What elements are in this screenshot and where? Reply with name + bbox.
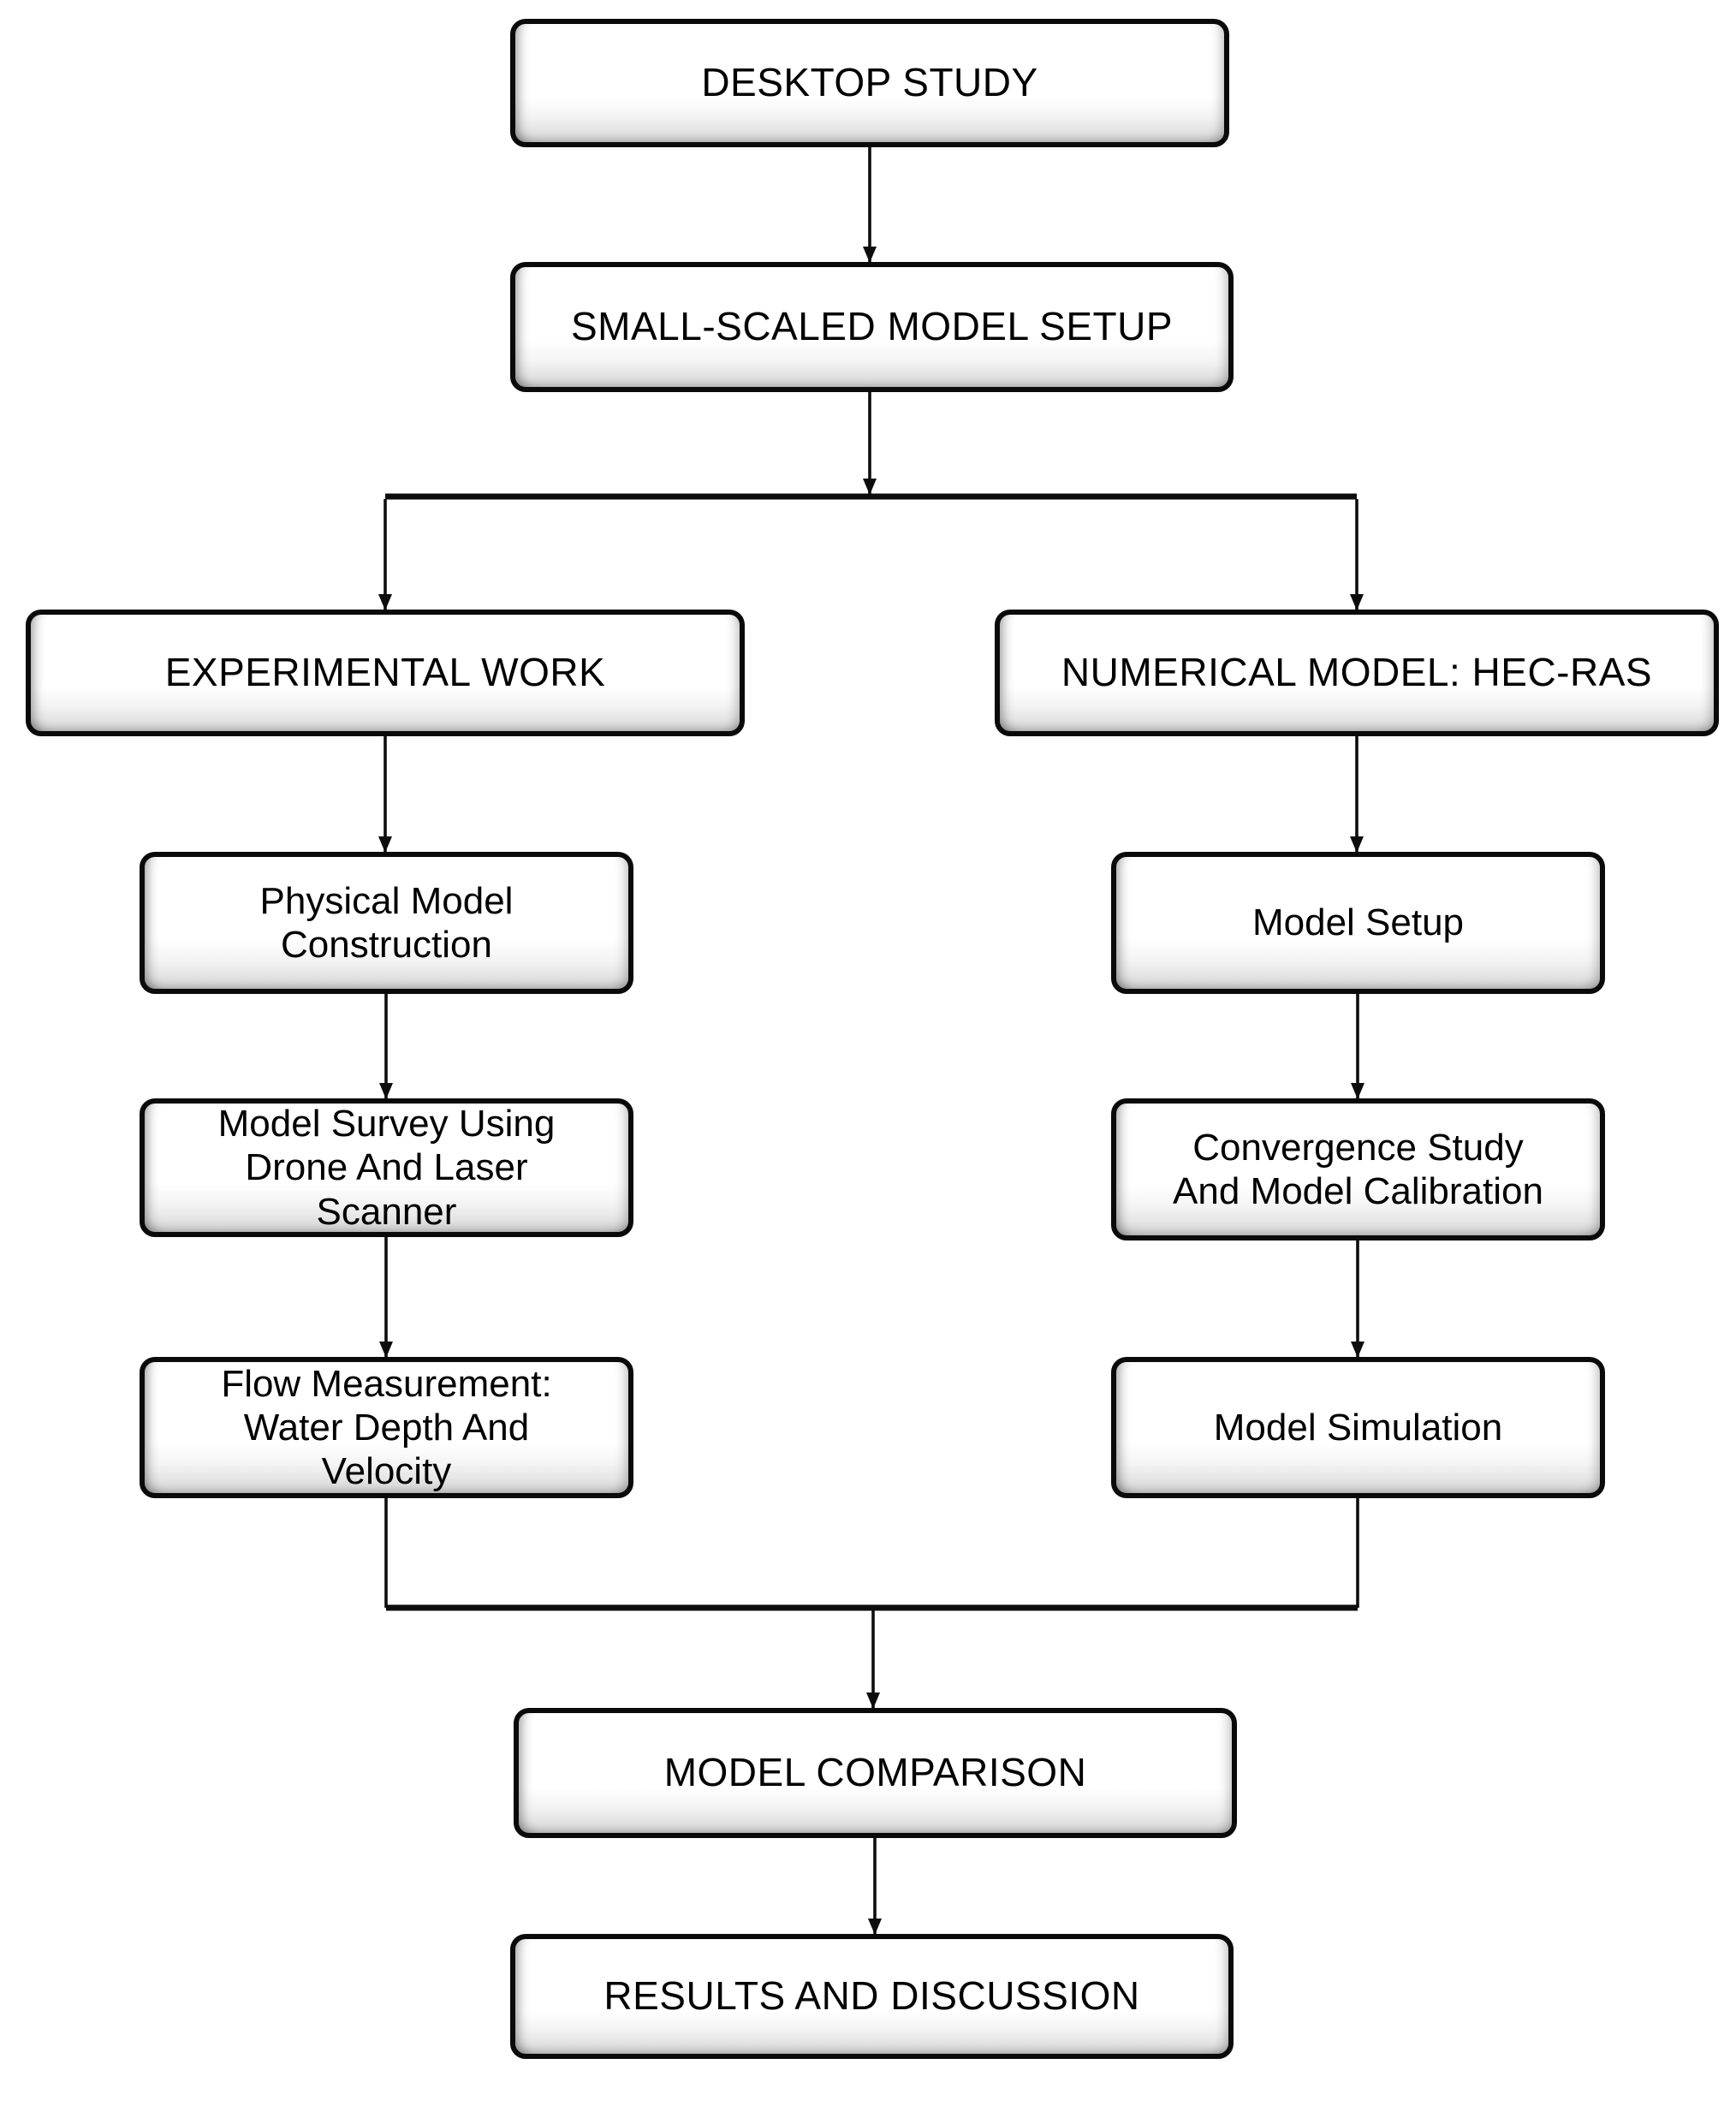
node-experimental-work: EXPERIMENTAL WORK	[26, 610, 745, 736]
node-numerical-model-hec-ras: NUMERICAL MODEL: HEC-RAS	[995, 610, 1719, 736]
node-model-setup: Model Setup	[1111, 852, 1605, 994]
node-model-simulation: Model Simulation	[1111, 1357, 1605, 1498]
node-small-scaled-model-setup: SMALL-SCALED MODEL SETUP	[510, 262, 1234, 392]
node-model-comparison: MODEL COMPARISON	[514, 1708, 1237, 1838]
node-model-survey-drone-laser: Model Survey Using Drone And Laser Scann…	[140, 1098, 633, 1237]
node-flow-measurement: Flow Measurement: Water Depth And Veloci…	[140, 1357, 633, 1498]
node-physical-model-construction: Physical Model Construction	[140, 852, 633, 994]
node-convergence-study-calibration: Convergence Study And Model Calibration	[1111, 1098, 1605, 1240]
node-desktop-study: DESKTOP STUDY	[510, 19, 1229, 147]
node-results-and-discussion: RESULTS AND DISCUSSION	[510, 1934, 1234, 2059]
